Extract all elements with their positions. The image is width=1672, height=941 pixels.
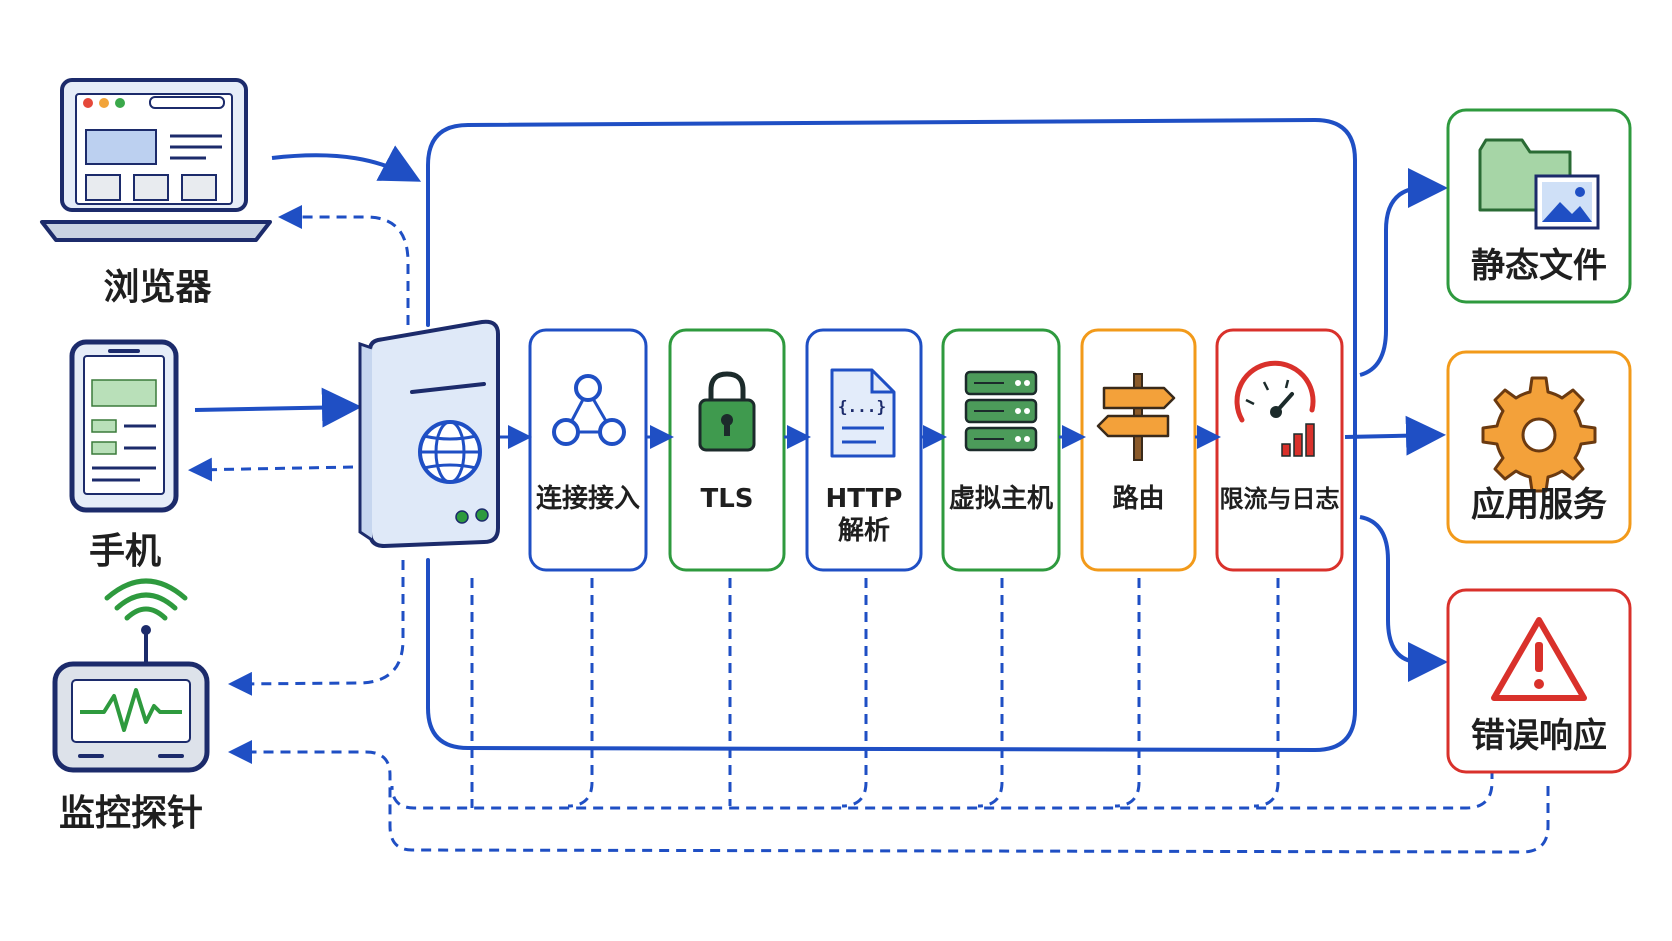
stage-label-http-line1: HTTP bbox=[825, 484, 903, 514]
probe-icon bbox=[52, 578, 210, 773]
server-rack-icon bbox=[964, 370, 1038, 452]
stage-label-connection: 连接接入 bbox=[535, 484, 640, 514]
document-icon: {...} bbox=[830, 368, 896, 458]
output-label-error: 错误响应 bbox=[1471, 716, 1607, 756]
log-dashed-lines bbox=[228, 578, 1550, 854]
padlock-icon bbox=[698, 371, 756, 452]
network-nodes-icon bbox=[552, 374, 626, 446]
stage-label-ratelimit: 限流与日志 bbox=[1219, 485, 1340, 513]
output-label-static: 静态文件 bbox=[1471, 246, 1607, 286]
laptop-icon bbox=[40, 78, 272, 242]
folder-image-icon bbox=[1478, 138, 1600, 230]
stage-box-connection bbox=[528, 328, 648, 572]
document-icon-text: {...} bbox=[838, 397, 886, 416]
gear-icon bbox=[1481, 376, 1597, 493]
stage-label-tls: TLS bbox=[700, 484, 754, 514]
pipeline-stages bbox=[528, 328, 1344, 572]
stage-label-vhost: 虚拟主机 bbox=[948, 484, 1053, 514]
browser-label: 浏览器 bbox=[103, 267, 212, 308]
speedometer-icon bbox=[1234, 360, 1316, 457]
warning-icon bbox=[1491, 617, 1587, 701]
stage-label-http-line2: 解析 bbox=[837, 516, 890, 546]
stage-label-routing: 路由 bbox=[1112, 484, 1165, 514]
phone-icon bbox=[69, 339, 179, 513]
signpost-icon bbox=[1096, 373, 1176, 461]
output-arrows bbox=[1344, 168, 1448, 682]
gateway-device-icon bbox=[358, 319, 500, 549]
stage-box-ratelimit bbox=[1215, 328, 1344, 572]
client-request-arrows bbox=[188, 145, 422, 696]
probe-label: 监控探针 bbox=[58, 793, 203, 834]
phone-label: 手机 bbox=[88, 531, 161, 572]
output-label-app: 应用服务 bbox=[1471, 485, 1607, 525]
